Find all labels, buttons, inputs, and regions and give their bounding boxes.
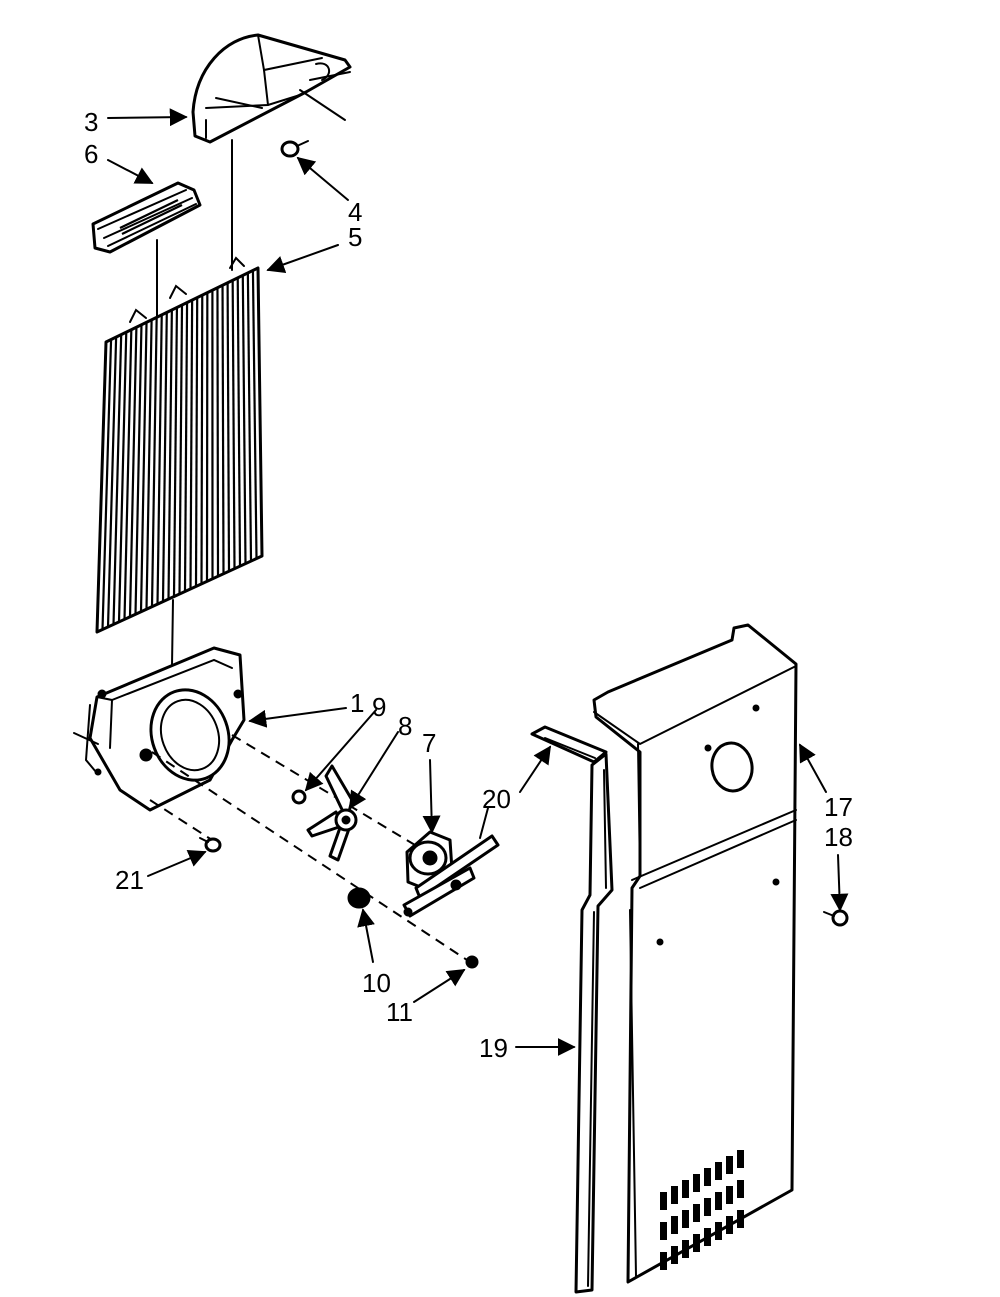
coil-fin [178, 304, 184, 595]
coil-fin [139, 322, 148, 612]
vent-slot [682, 1240, 689, 1258]
vent-slot [693, 1174, 700, 1192]
fan-shroud [73, 646, 246, 812]
vent-slot [715, 1162, 722, 1180]
screw-18 [823, 909, 849, 927]
fan-blade [306, 764, 358, 862]
coil-fin [231, 280, 236, 569]
coil-fin [246, 272, 253, 562]
callout-8: 8 [398, 711, 412, 741]
callout-18: 18 [824, 822, 853, 852]
coil-fin [150, 317, 158, 607]
strip-20 [530, 725, 608, 764]
callout-3: 3 [84, 107, 98, 137]
coil-fin [117, 332, 128, 622]
coil-fin [128, 327, 138, 617]
coil-fin [221, 285, 225, 574]
coil-fin [161, 312, 168, 602]
coil-fin [256, 267, 264, 557]
callout-6: 6 [84, 139, 98, 169]
screw-21 [199, 837, 222, 853]
vent-slot [726, 1216, 733, 1234]
back-panel [592, 623, 798, 1284]
callout-5: 5 [348, 222, 362, 252]
coil-fin [95, 341, 108, 633]
vent-slot [660, 1192, 667, 1210]
coil-fin [216, 287, 220, 577]
coil-fin [156, 314, 163, 605]
screw-4 [280, 140, 309, 158]
leader-lines [107, 108, 849, 1056]
vent-slot [726, 1156, 733, 1174]
side-channel [574, 752, 614, 1294]
vent-slot [715, 1192, 722, 1210]
callout-4: 4 [348, 197, 362, 227]
coil-fin [200, 295, 204, 584]
vent-slot [693, 1204, 700, 1222]
vent-slot [704, 1198, 711, 1216]
coil-fin [241, 275, 247, 564]
callout-11: 11 [386, 997, 413, 1027]
callout-20: 20 [482, 784, 511, 814]
callout-19: 19 [479, 1033, 508, 1063]
callout-1: 1 [350, 688, 364, 718]
vent-slot [671, 1216, 678, 1234]
coil-fin [226, 282, 231, 572]
vent-slot [671, 1186, 678, 1204]
grommet [347, 887, 371, 909]
callout-9: 9 [372, 692, 386, 722]
coil-fin [106, 337, 118, 627]
coil-fin [183, 302, 189, 592]
vent-slot [737, 1150, 744, 1168]
vent-slot [704, 1168, 711, 1186]
vent-slot [737, 1210, 744, 1228]
vent-slot [671, 1246, 678, 1264]
callout-21: 21 [115, 865, 144, 895]
top-duct-cover [191, 33, 352, 144]
coil-fin [145, 319, 153, 610]
callout-7: 7 [422, 728, 436, 758]
vent-slot [704, 1228, 711, 1246]
coil-fin [101, 339, 113, 630]
callout-17: 17 [824, 792, 853, 822]
coil-fin [251, 270, 258, 559]
vent-slot [737, 1180, 744, 1198]
evaporator-coil [95, 256, 264, 634]
coil-fin [172, 307, 179, 597]
nut-9 [291, 789, 307, 805]
coil-fin [167, 309, 173, 600]
vent-slot [693, 1234, 700, 1252]
coil-fin [236, 277, 242, 567]
coil-fin [112, 334, 123, 625]
vent-slot [715, 1222, 722, 1240]
coil-fin [134, 324, 143, 615]
vent-slot [660, 1222, 667, 1240]
fan-motor [402, 807, 500, 918]
coil-fin [189, 300, 194, 589]
vent-slot [682, 1210, 689, 1228]
grille [91, 181, 202, 254]
callout-labels: 3 6 4 5 1 9 8 7 20 17 18 21 10 11 19 [84, 107, 853, 1063]
coil-fin [194, 297, 199, 587]
vent-slot [726, 1186, 733, 1204]
callout-10: 10 [362, 968, 391, 998]
coil-fin [123, 329, 133, 620]
screw-11 [465, 955, 479, 969]
vent-slot [682, 1180, 689, 1198]
vent-slot [660, 1252, 667, 1270]
